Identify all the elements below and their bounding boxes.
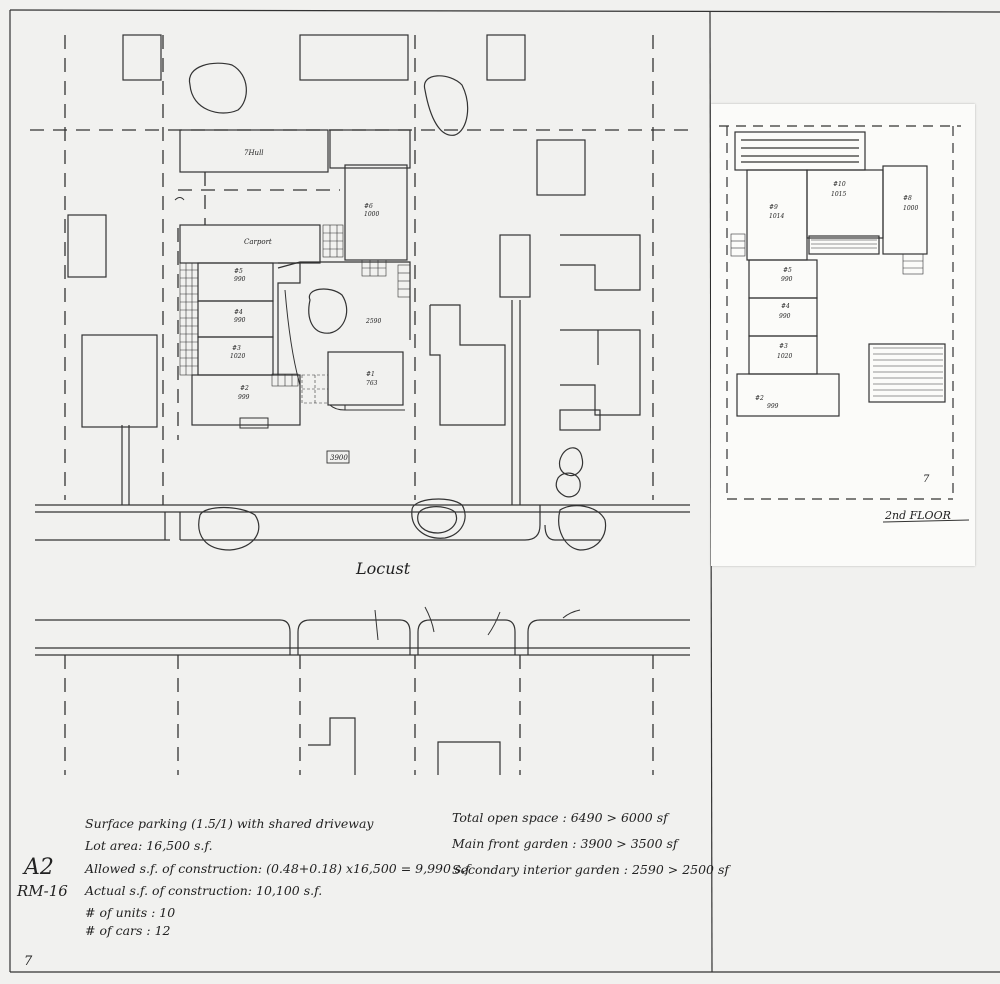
street-name: Locust xyxy=(355,559,411,578)
floor2-unit-10-label: #10 xyxy=(833,181,846,188)
second-floor-hatching xyxy=(730,233,943,397)
second-floor-plan: #9 1014 #10 1015 #8 1000 #5 990 #4 990 #… xyxy=(719,125,970,523)
unit-5-area: 990 xyxy=(234,276,246,283)
page-number: 7 xyxy=(24,954,33,969)
unit-4-area: 990 xyxy=(234,317,246,324)
trees xyxy=(188,62,607,551)
note-allowed: Allowed s.f. of construction: (0.48+0.18… xyxy=(84,861,472,876)
floor2-unit-5-label: #5 xyxy=(783,267,792,274)
floor2-unit-4-area: 990 xyxy=(779,313,791,320)
note-actual: Actual s.f. of construction: 10,100 s.f. xyxy=(84,883,322,898)
notes-right: Total open space : 6490 > 6000 sf Main f… xyxy=(451,810,731,877)
streets xyxy=(35,300,690,656)
unit-6-area: 1000 xyxy=(364,211,379,218)
floor2-unit-4-label: #4 xyxy=(781,303,790,310)
unit-3-label: #3 xyxy=(232,345,241,352)
floor2-unit-8-area: 1000 xyxy=(903,205,918,212)
note-lot-area: Lot area: 16,500 s.f. xyxy=(84,838,213,853)
unit-1-label: #1 xyxy=(366,371,375,378)
front-garden-area: 3900 xyxy=(330,454,348,462)
label-carport: Carport xyxy=(244,238,272,246)
floor2-unit-9-area: 1014 xyxy=(769,213,784,220)
unit-2-label: #2 xyxy=(240,385,249,392)
buildings xyxy=(67,34,641,775)
second-floor-property-lines xyxy=(719,125,961,500)
interior-garden-area: 2590 xyxy=(365,318,381,325)
courtyard-paths xyxy=(239,289,405,429)
note-units: # of units : 10 xyxy=(85,905,175,920)
note-parking: Surface parking (1.5/1) with shared driv… xyxy=(85,816,374,831)
sketch-marks xyxy=(174,197,581,641)
unit-4-label: #4 xyxy=(234,309,243,316)
sheet-label: A2 xyxy=(22,855,54,880)
floor2-title: 2nd FLOOR xyxy=(884,509,951,522)
floor2-page-number: 7 xyxy=(923,474,930,485)
unit-2-area: 999 xyxy=(238,394,250,401)
label-7hull: 7Hull xyxy=(244,149,264,157)
unit-1-area: 763 xyxy=(366,380,378,387)
note-main-garden: Main front garden : 3900 > 3500 sf xyxy=(451,836,680,851)
floor2-unit-10-area: 1015 xyxy=(831,191,846,198)
floor2-unit-2-area: 999 xyxy=(767,403,779,410)
floor2-unit-3-area: 1020 xyxy=(777,353,792,360)
floor2-unit-5-area: 990 xyxy=(781,276,793,283)
floor2-unit-9-label: #9 xyxy=(769,204,778,211)
front-garden-tag: 3900 xyxy=(326,450,350,464)
hatched-areas xyxy=(179,224,411,404)
second-floor-labels: #9 1014 #10 1015 #8 1000 #5 990 #4 990 #… xyxy=(755,181,970,523)
plan-labels: 7Hull Carport #6 1000 #5 990 #4 990 #3 1… xyxy=(230,149,381,401)
zone-label: RM-16 xyxy=(16,882,68,900)
second-floor-sheet: #9 1014 #10 1015 #8 1000 #5 990 #4 990 #… xyxy=(711,104,975,566)
notes-left: Surface parking (1.5/1) with shared driv… xyxy=(84,816,472,938)
floor2-unit-2-label: #2 xyxy=(755,395,764,402)
note-cars: # of cars : 12 xyxy=(85,923,171,938)
floor2-unit-3-label: #3 xyxy=(779,343,788,350)
floor2-unit-8-label: #8 xyxy=(903,195,912,202)
unit-5-label: #5 xyxy=(234,268,243,275)
unit-6-label: #6 xyxy=(364,203,373,210)
second-floor-buildings xyxy=(734,131,946,417)
note-secondary-garden: Secondary interior garden : 2590 > 2500 … xyxy=(452,862,731,877)
unit-3-area: 1020 xyxy=(230,353,245,360)
note-open-space: Total open space : 6490 > 6000 sf xyxy=(452,810,670,825)
